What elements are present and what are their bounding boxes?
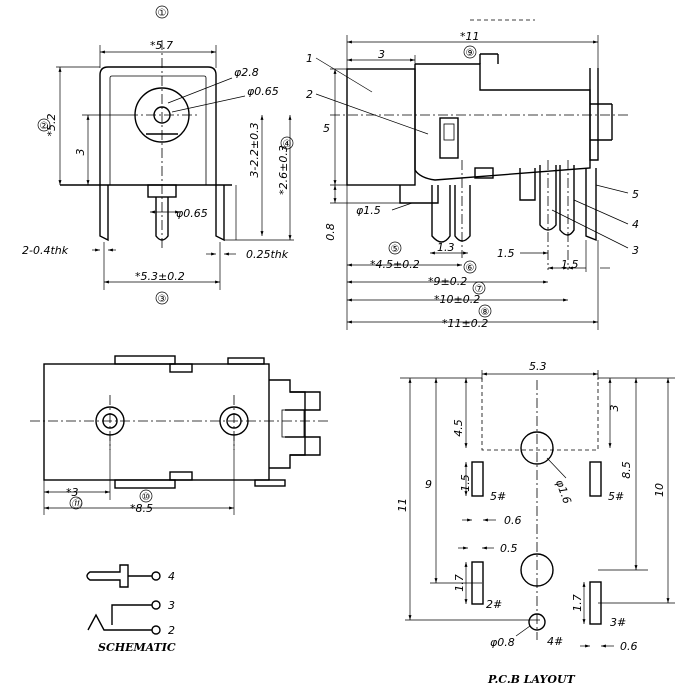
side-balloon-5: ⑤ [391,244,400,255]
front-balloon-1: ① [158,8,167,19]
front-dim-26: *2.6±0.3 [277,145,290,195]
pcb-hole-upper [520,431,554,465]
side-pin-4 [559,165,575,236]
side-balloon-7: ⑦ [475,284,484,295]
side-dim-11b: *11±0.2 [442,317,488,330]
front-left-leg [99,185,109,242]
pcb-pad-3 [589,581,602,625]
side-pin-left [399,185,439,204]
schematic: 4 3 2 SCHEMATIC [86,564,176,654]
side-view: *11 ⑨ 3 1 2 5 0.8 φ1.5 1.3 1.5 1.5 [306,19,639,330]
side-balloon-8: ⑧ [481,307,490,318]
side-body-front [346,68,416,186]
pcb-pad-2 [471,561,484,605]
schematic-terminal-2 [151,625,161,635]
pcb-dim-11: 11 [396,498,409,512]
side-pin-3 [539,165,557,231]
pcb-dia-08: φ0.8 [490,636,515,649]
pcb-layout: 5.3 4.5 3 1.5 φ1.6 5# 5# 0.6 0.5 [396,360,675,686]
pcb-outline-top [481,378,599,451]
pcb-dim-85: 8.5 [620,461,633,479]
side-dim-5: 5 [323,122,330,135]
side-label-2: 2 [306,88,313,101]
front-thk-04: 2-0.4thk [22,244,69,257]
pcb-pad-label-2: 2# [486,598,502,611]
side-balloon-9: ⑨ [466,48,475,59]
front-view: ① *5.7 φ2.8 φ0.65 *5.2 ② 3 3-2.2±0.3 *2.… [22,5,294,305]
front-dim-22: 3-2.2±0.3 [248,122,261,177]
front-dia-065-lower: φ0.65 [176,207,208,220]
side-dim-13: 1.3 [437,241,455,254]
side-label-1: 1 [306,52,313,65]
front-balloon-4: ④ [283,139,292,150]
side-dim-3: 3 [378,48,385,61]
pcb-dim-17b: 1.7 [571,594,584,612]
schematic-terminal-4 [151,571,161,581]
side-dim-45: *4.5±0.2 [370,258,420,271]
schematic-pin-2: 2 [168,624,175,637]
pcb-dim-05: 0.5 [500,542,518,555]
pcb-pad-label-5b: 5# [608,490,624,503]
front-dim-3: 3 [74,149,87,156]
side-body-top [415,63,591,140]
bottom-balloon-10: ⑩ [142,492,151,503]
bottom-dim-3: *3 [66,486,79,499]
schematic-terminal-3 [151,600,161,610]
side-tab [589,68,599,161]
side-dia-15: φ1.5 [356,204,381,217]
pcb-dim-15: 1.5 [459,474,472,492]
side-dim-08: 0.8 [324,223,337,241]
front-right-leg [215,185,225,242]
front-dia-065: φ0.65 [247,85,279,98]
pcb-dim-45: 4.5 [452,419,465,437]
front-bottom-dim: *5.3±0.2 [135,270,185,283]
pcb-dim-10: 10 [653,483,666,497]
side-dim-15: 1.5 [497,247,515,260]
front-bracket-inner [109,75,207,185]
schematic-plug-symbol [86,564,129,588]
pcb-dim-53: 5.3 [529,360,547,373]
front-bracket-outline [99,66,217,185]
side-label-4: 4 [632,218,639,231]
pcb-caption: P.C.B LAYOUT [487,673,576,686]
side-dim-11: *11 [460,30,480,43]
schematic-pin-3: 3 [168,599,175,612]
pcb-pad-label-4: 4# [547,635,563,648]
side-dim-9: *9±0.2 [428,275,467,288]
pcb-dim-06a: 0.6 [504,514,522,527]
side-dim-15b: 1.5 [561,258,579,271]
side-pin-5 [585,168,597,242]
front-width-label: *5.7 [150,39,173,52]
front-dia-28: φ2.8 [234,66,259,79]
side-pin-center [454,185,471,242]
bottom-view: *3 ⑪ ⑩ *8.5 [30,355,330,515]
front-height-label: *5.2 [45,114,58,137]
front-balloon-2: ② [40,121,49,132]
pcb-pad-5-left [471,461,484,497]
schematic-caption: SCHEMATIC [98,641,176,654]
front-thk-025: 0.25thk [246,248,289,261]
bottom-dim-85: *8.5 [130,502,153,515]
side-internal-contact [439,117,459,159]
side-label-3: 3 [632,244,639,257]
side-dim-10: *10±0.2 [434,293,480,306]
pcb-dim-9: 9 [425,478,432,491]
pcb-pad-5-right [589,461,602,497]
pcb-dim-3: 3 [608,405,621,412]
side-label-5: 5 [632,188,639,201]
pcb-dim-06b: 0.6 [620,640,638,653]
pcb-dim-17a: 1.7 [453,574,466,592]
pcb-pad-label-5a: 5# [490,490,506,503]
side-balloon-6: ⑥ [466,263,475,274]
schematic-pin-4: 4 [168,570,175,583]
pcb-pad-label-3: 3# [610,616,626,629]
side-body-profile [414,64,591,181]
front-balloon-3: ③ [158,294,167,305]
pcb-dia-16: φ1.6 [553,478,574,506]
bottom-body-outline [43,363,270,481]
